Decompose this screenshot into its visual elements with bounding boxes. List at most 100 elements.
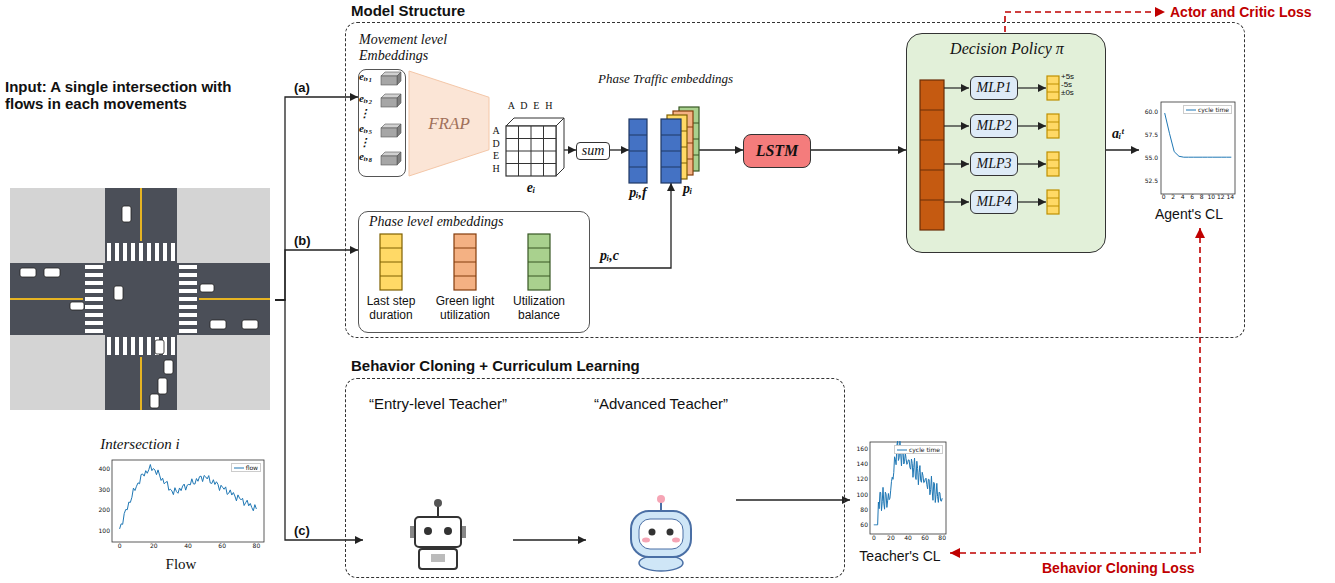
legend-text: flow bbox=[246, 464, 258, 471]
graphic-part bbox=[419, 549, 457, 569]
graphic-part bbox=[944, 201, 969, 202]
connector-arrow bbox=[590, 183, 671, 268]
connector-arrow bbox=[950, 228, 1200, 553]
action-label: -5s bbox=[1061, 81, 1085, 89]
graphic-part bbox=[1047, 198, 1059, 199]
car bbox=[20, 268, 36, 277]
graphic-part bbox=[1018, 201, 1046, 202]
graphic-part bbox=[85, 281, 103, 285]
graphic-part bbox=[115, 243, 119, 261]
axis-tick: 400 bbox=[90, 466, 110, 472]
stacked-embedding: pᵢ bbox=[661, 119, 681, 183]
intersection-illustration-art bbox=[5, 78, 275, 458]
frap-trapezoid: FRAP bbox=[409, 71, 489, 176]
phase-label: A bbox=[490, 125, 502, 137]
teacher-robot: “Advanced Teacher” bbox=[586, 389, 736, 571]
graphic-part bbox=[920, 140, 944, 141]
graphic-part bbox=[506, 126, 556, 176]
embedding-label: ⋮ bbox=[359, 137, 379, 148]
graphic-part bbox=[528, 248, 550, 249]
graphic-part bbox=[1047, 92, 1059, 93]
phase-label: E bbox=[530, 100, 543, 112]
graphic-part bbox=[381, 156, 397, 165]
box-heading: Movement level Embeddings bbox=[359, 32, 479, 64]
axis-tick: 60 bbox=[848, 522, 868, 528]
embedding-label: ⋮ bbox=[359, 108, 379, 119]
graphic-part bbox=[944, 163, 969, 164]
axis-tick: 140 bbox=[848, 461, 868, 467]
graphic-part bbox=[380, 248, 402, 249]
graphic-part bbox=[140, 357, 142, 410]
graphic-part bbox=[179, 305, 197, 309]
axis-tick: 80 bbox=[246, 543, 266, 549]
edge-label: (a) bbox=[292, 80, 312, 95]
axis-tick: 200 bbox=[90, 507, 110, 513]
graphic-part bbox=[629, 135, 647, 136]
line-chart: Teacher's CL cycle time bbox=[850, 438, 950, 568]
image-caption: Intersection i bbox=[5, 436, 275, 453]
embedding-column: pᵢ,f bbox=[629, 119, 647, 183]
axis-tick: 2 bbox=[1163, 194, 1183, 200]
axis-tick: 40 bbox=[178, 543, 198, 549]
graphic-part bbox=[642, 538, 650, 543]
axis-tick: 4 bbox=[1173, 194, 1193, 200]
car bbox=[200, 284, 214, 292]
connector-arrow bbox=[1106, 149, 1139, 150]
chart-frame bbox=[1161, 102, 1235, 194]
graphic-part bbox=[179, 297, 197, 301]
graphic-part bbox=[657, 495, 665, 503]
graphic-part bbox=[397, 72, 401, 85]
graphic-part bbox=[179, 321, 197, 325]
phase-label: D bbox=[518, 100, 531, 112]
graphic-part bbox=[85, 265, 103, 269]
sum-box: sum bbox=[576, 142, 610, 160]
chart-caption: Teacher's CL bbox=[850, 548, 950, 564]
action-label: ±0s bbox=[1061, 89, 1085, 97]
graphic-part bbox=[85, 289, 103, 293]
axis-tick: 55.0 bbox=[1138, 155, 1158, 161]
mlp-box: MLP2 bbox=[970, 114, 1018, 138]
graphic-part bbox=[381, 76, 397, 85]
graphic-part bbox=[107, 243, 111, 261]
graphic-part bbox=[454, 234, 476, 290]
matrix-grid-art bbox=[506, 126, 556, 176]
graphic-part bbox=[397, 94, 401, 107]
graphic-part bbox=[1018, 125, 1046, 126]
graphic-part bbox=[506, 118, 564, 126]
legend-item: cycle time bbox=[894, 445, 943, 454]
embedding-label: eᵢ,₅ bbox=[359, 123, 379, 134]
axis-tick: 0 bbox=[864, 535, 884, 541]
car bbox=[155, 340, 164, 354]
graphic-part bbox=[920, 200, 944, 201]
legend-text: cycle time bbox=[1198, 106, 1229, 113]
graphic-part bbox=[179, 289, 197, 293]
group-box: Behavior Cloning + Curriculum Learning“E… bbox=[345, 378, 845, 578]
phase-label: H bbox=[543, 100, 556, 112]
graphic-part bbox=[115, 337, 119, 355]
axis-tick: 0 bbox=[110, 543, 130, 549]
legend-item: cycle time bbox=[1183, 105, 1232, 114]
teacher-robot-art bbox=[586, 389, 736, 571]
axis-tick: 60.0 bbox=[1138, 109, 1158, 115]
legend-text: cycle time bbox=[909, 446, 940, 453]
loss-label: Actor and Critic Loss bbox=[1170, 4, 1332, 20]
graphic-part bbox=[381, 128, 397, 137]
graphic-part bbox=[1018, 87, 1046, 88]
graphic-part bbox=[1018, 163, 1046, 164]
graphic-part bbox=[528, 262, 550, 263]
box-heading: Decision Policy π bbox=[907, 40, 1107, 58]
car bbox=[114, 286, 123, 300]
graphic-part bbox=[380, 276, 402, 277]
graphic-part bbox=[85, 321, 103, 325]
policy-box: Decision Policy πMLP1MLP2MLP3MLP4 bbox=[906, 33, 1106, 253]
vector-name: pᵢ bbox=[683, 181, 707, 197]
axis-tick: 14 bbox=[1220, 194, 1240, 200]
box-text: MLP3 bbox=[977, 156, 1012, 172]
box-text: sum bbox=[582, 143, 605, 159]
teacher-name: “Advanced Teacher” bbox=[586, 395, 736, 412]
graphic-part bbox=[1047, 190, 1059, 214]
graphic-part bbox=[85, 297, 103, 301]
graphic-part bbox=[661, 151, 681, 152]
graphic-part bbox=[140, 188, 142, 241]
